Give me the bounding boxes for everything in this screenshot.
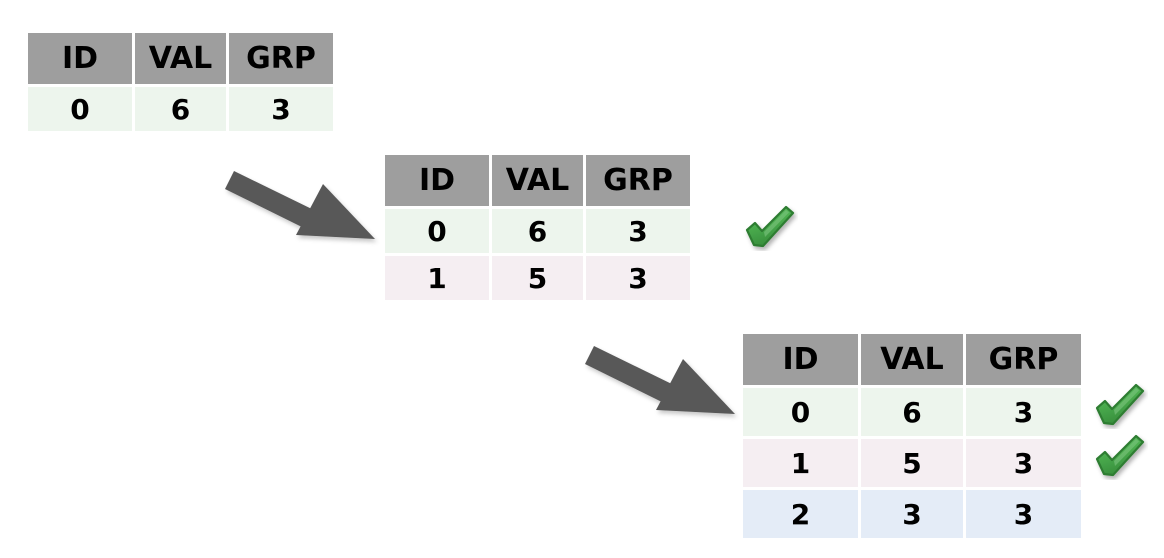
column-header-grp: GRP xyxy=(586,155,690,206)
column-header-id: ID xyxy=(28,33,132,84)
cell-grp: 3 xyxy=(586,256,690,300)
checkmark-icon xyxy=(1095,434,1145,477)
column-header-grp: GRP xyxy=(966,334,1081,385)
cell-id: 1 xyxy=(743,439,858,487)
cell-val: 5 xyxy=(492,256,583,300)
cell-grp: 3 xyxy=(586,209,690,253)
cell-grp: 3 xyxy=(966,439,1081,487)
column-header-grp: GRP xyxy=(229,33,333,84)
table-row: 1 5 3 xyxy=(743,439,1081,487)
cell-val: 6 xyxy=(135,87,226,131)
cell-id: 1 xyxy=(385,256,489,300)
arrow-step1-to-step2 xyxy=(225,171,375,239)
cell-grp: 3 xyxy=(966,490,1081,538)
cell-val: 6 xyxy=(861,388,963,436)
checkmark-icon xyxy=(745,205,795,248)
table-row: 0 6 3 xyxy=(385,209,690,253)
arrow-step2-to-step3 xyxy=(585,346,735,414)
table-step-1: ID VAL GRP 0 6 3 xyxy=(28,33,333,131)
column-header-id: ID xyxy=(385,155,489,206)
cell-id: 0 xyxy=(743,388,858,436)
table-row: 0 6 3 xyxy=(743,388,1081,436)
table-header-row: ID VAL GRP xyxy=(743,334,1081,385)
column-header-val: VAL xyxy=(492,155,583,206)
table-header-row: ID VAL GRP xyxy=(385,155,690,206)
checkmark-icon xyxy=(1095,383,1145,426)
table-row: 1 5 3 xyxy=(385,256,690,300)
cell-val: 6 xyxy=(492,209,583,253)
cell-grp: 3 xyxy=(966,388,1081,436)
table-row: 2 3 3 xyxy=(743,490,1081,538)
table-row: 0 6 3 xyxy=(28,87,333,131)
cell-id: 0 xyxy=(385,209,489,253)
cell-val: 5 xyxy=(861,439,963,487)
column-header-id: ID xyxy=(743,334,858,385)
cell-id: 2 xyxy=(743,490,858,538)
table-header-row: ID VAL GRP xyxy=(28,33,333,84)
table-step-2: ID VAL GRP 0 6 3 1 5 3 xyxy=(385,155,690,300)
column-header-val: VAL xyxy=(861,334,963,385)
cell-id: 0 xyxy=(28,87,132,131)
table-step-3: ID VAL GRP 0 6 3 1 5 3 2 3 3 xyxy=(743,334,1081,538)
cell-grp: 3 xyxy=(229,87,333,131)
cell-val: 3 xyxy=(861,490,963,538)
column-header-val: VAL xyxy=(135,33,226,84)
